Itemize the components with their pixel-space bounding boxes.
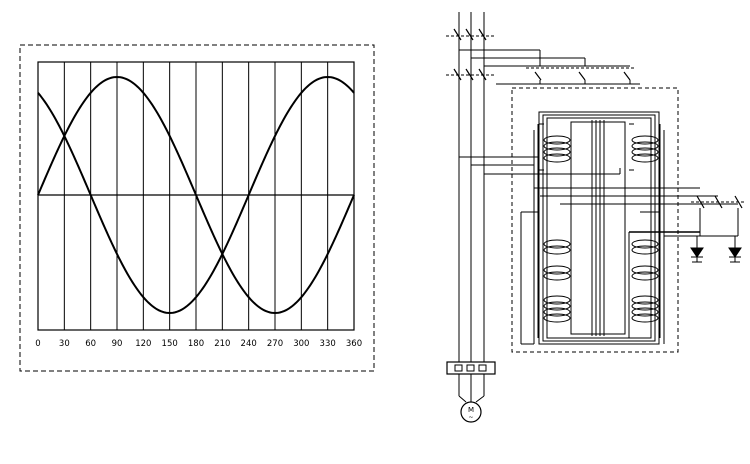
x-tick-label: 60 [85,339,96,349]
output-switches [629,195,745,237]
waveform-curve-a [37,75,355,315]
x-tick-label: 270 [267,339,283,349]
x-tick-label: 120 [135,339,151,349]
upper-switch-group [446,28,496,41]
x-tick-label: 150 [162,339,178,349]
motor-sublabel: ~ [468,414,473,421]
x-tick-label: 240 [241,339,257,349]
motor-label: M [468,406,474,414]
diode-right [728,236,742,263]
x-tick-label: 0 [35,339,40,349]
terminal-contacts [454,364,487,372]
phase-bus-lines [458,12,485,362]
transformer-enclosure [511,87,679,353]
transformer-core [538,111,660,345]
x-tick-label: 210 [214,339,230,349]
x-tick-labels: 0 30 60 90 120 150 180 210 240 270 300 330 360 [35,339,362,349]
phase-to-transformer-wires [459,156,738,205]
motor-feed-wires [458,374,485,403]
x-tick-label: 30 [59,339,70,349]
tap-feed-wires [459,49,640,85]
terminal-block [446,361,496,375]
primary-winding-right [629,123,659,171]
motor-icon [460,401,482,423]
vertical-grid [63,62,329,330]
diode-left [690,236,704,263]
x-tick-label: 180 [188,339,204,349]
lower-switch-group [446,68,496,81]
primary-winding-left [539,123,571,171]
waveform-curve-b [37,75,355,315]
x-tick-label: 360 [346,339,362,349]
waveform-diagram: 0 30 60 90 120 150 180 210 240 270 300 330 360 [19,44,375,372]
x-tick-label: 300 [293,339,309,349]
x-tick-label: 90 [112,339,123,349]
x-tick-label: 330 [320,339,336,349]
secondary-winding-right [631,239,659,323]
secondary-winding-left [543,239,571,323]
waveform-dashed-frame [19,44,375,372]
transformer-circuit [446,12,745,423]
